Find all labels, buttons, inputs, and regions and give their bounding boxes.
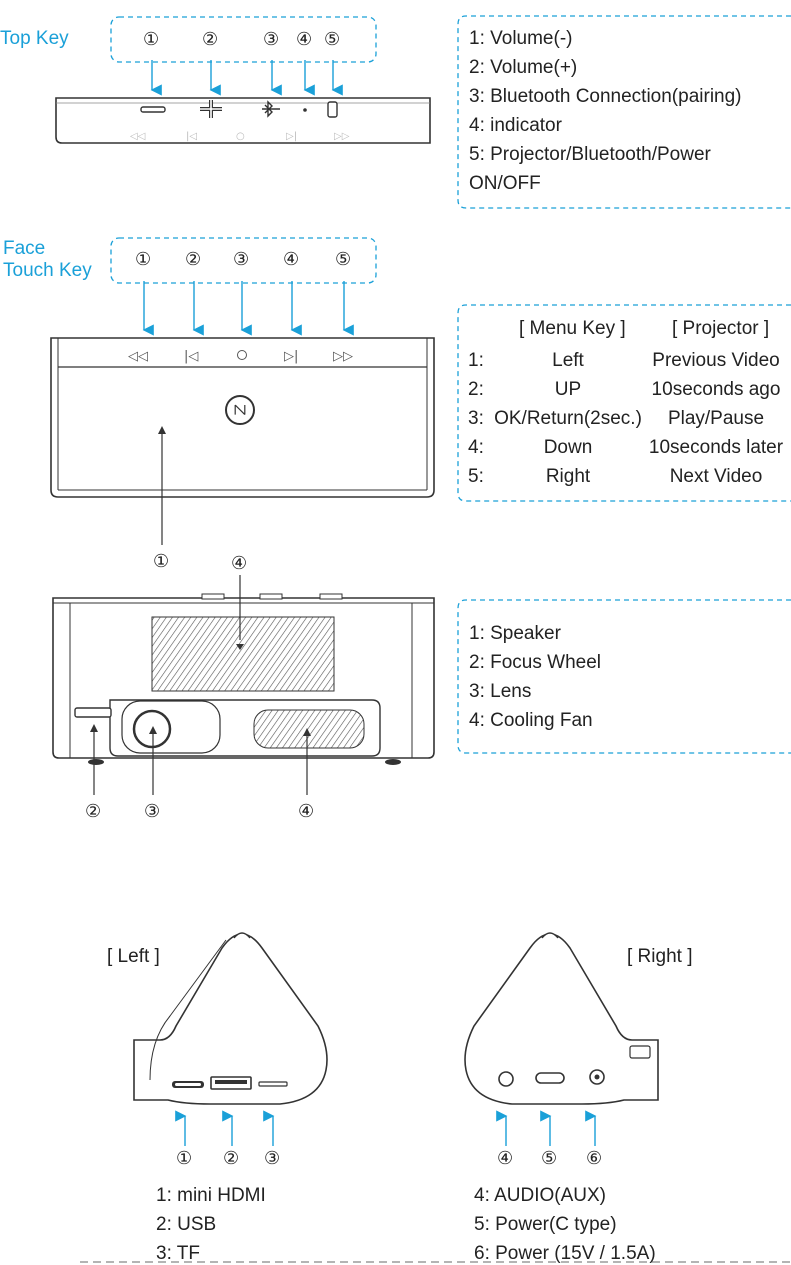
top-key-item-1: 1: Volume(-) [469, 28, 573, 49]
table-row-menu: UP [554, 379, 582, 400]
left-side-device [133, 932, 328, 1105]
table-row-projector: Play/Pause [667, 408, 765, 429]
table-row-num: 5: [468, 466, 484, 487]
side-arrows [175, 1110, 597, 1146]
front-marker-fan: ④ [298, 801, 315, 821]
top-key-marker-1: ① [143, 29, 160, 49]
table-row-menu: Right [545, 466, 591, 487]
side-marker-3: ③ [264, 1148, 281, 1168]
table-row-num: 2: [468, 379, 484, 400]
face-key-marker-3: ③ [233, 249, 250, 269]
top-key-marker-box [110, 16, 377, 63]
left-item-mini-hdmi: 1: mini HDMI [156, 1185, 266, 1206]
right-item-audio: 4: AUDIO(AUX) [474, 1185, 606, 1206]
face-key-legend-box [457, 304, 791, 502]
front-marker-speaker-label: ① [153, 551, 170, 571]
table-row-projector: Previous Video [652, 350, 780, 371]
face-key-arrows [142, 281, 354, 336]
top-key-title: Top Key [0, 28, 69, 49]
table-row-menu: OK/Return(2sec.) [494, 408, 642, 429]
top-key-marker-5: ⑤ [324, 29, 341, 49]
top-key-marker-3: ③ [263, 29, 280, 49]
table-row-projector: 10seconds ago [651, 379, 781, 400]
right-side-device [464, 932, 659, 1105]
front-marker-focus-wheel: ② [85, 801, 102, 821]
top-key-item-2: 2: Volume(+) [469, 57, 578, 78]
top-key-item-5-cont: ON/OFF [469, 173, 541, 194]
svg-text:▷▷: ▷▷ [333, 349, 353, 364]
top-key-item-3: 3: Bluetooth Connection(pairing) [469, 86, 742, 107]
face-key-marker-2: ② [185, 249, 202, 269]
top-key-marker-4: ④ [296, 29, 313, 49]
front-item-cooling-fan: 4: Cooling Fan [469, 710, 593, 731]
front-item-focus-wheel: 2: Focus Wheel [469, 652, 601, 673]
front-marker-lens: ③ [144, 801, 161, 821]
face-key-marker-4: ④ [283, 249, 300, 269]
table-header-menu: [ Menu Key ] [519, 318, 626, 339]
svg-text:○: ○ [236, 131, 245, 142]
left-item-tf: 3: TF [156, 1243, 200, 1264]
right-item-power-dc: 6: Power (15V / 1.5A) [474, 1243, 656, 1264]
face-key-title-line2: Touch Key [3, 260, 92, 281]
face-key-marker-box [110, 237, 377, 284]
table-row-num: 1: [468, 350, 484, 371]
face-key-title-line1: Face [3, 238, 46, 259]
table-row-num: 4: [468, 437, 484, 458]
svg-text:▷|: ▷| [286, 131, 297, 142]
face-key-device: ◁◁ |◁ ▷| ▷▷ [50, 337, 435, 545]
table-row-projector: Next Video [669, 466, 763, 487]
table-row-num: 3: [468, 408, 484, 429]
top-key-marker-2: ② [202, 29, 219, 49]
right-item-power-ctype: 5: Power(C type) [474, 1214, 617, 1235]
svg-text:|◁: |◁ [184, 349, 198, 364]
face-key-marker-5: ⑤ [335, 249, 352, 269]
top-key-device: ◁◁ |◁ ○ ▷| ▷▷ [55, 97, 431, 144]
top-key-item-5: 5: Projector/Bluetooth/Power [469, 144, 711, 165]
side-marker-1: ① [176, 1148, 193, 1168]
side-marker-5: ⑤ [541, 1148, 558, 1168]
left-item-usb: 2: USB [156, 1214, 217, 1235]
svg-text:◁◁: ◁◁ [128, 349, 148, 364]
table-header-projector: [ Projector ] [672, 318, 770, 339]
side-marker-2: ② [223, 1148, 240, 1168]
top-key-legend-box [457, 15, 791, 209]
svg-text:◁◁: ◁◁ [130, 131, 146, 142]
table-row-menu: Left [552, 350, 584, 371]
table-row-projector: 10seconds later [648, 437, 784, 458]
top-key-item-4: 4: indicator [469, 115, 562, 136]
front-marker-top-fan: ④ [231, 553, 248, 573]
front-view-device [52, 593, 435, 765]
table-row-menu: Down [543, 437, 593, 458]
side-marker-4: ④ [497, 1148, 514, 1168]
right-view-label: [ Right ] [627, 946, 693, 967]
front-view-legend-box [457, 599, 791, 754]
svg-text:▷▷: ▷▷ [334, 131, 350, 142]
left-view-label: [ Left ] [107, 946, 160, 967]
svg-text:▷|: ▷| [284, 349, 298, 364]
svg-text:|◁: |◁ [186, 131, 197, 142]
top-key-arrows [150, 60, 343, 96]
front-item-lens: 3: Lens [469, 681, 532, 702]
side-marker-6: ⑥ [586, 1148, 603, 1168]
front-view-pointers [90, 575, 311, 795]
front-item-speaker: 1: Speaker [469, 623, 561, 644]
face-key-marker-1: ① [135, 249, 152, 269]
